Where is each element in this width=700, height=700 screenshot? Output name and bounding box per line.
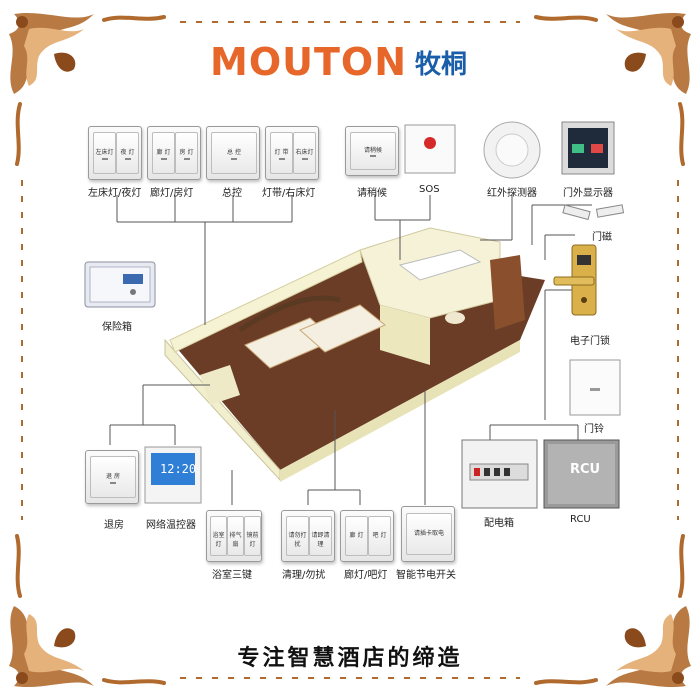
key-1: 浴室灯	[210, 516, 227, 556]
key-2-text: 排气扇	[229, 531, 242, 548]
door-contact-illustration	[562, 204, 625, 221]
key-2: 排气扇	[227, 516, 244, 556]
key-1-text: 浴室灯	[212, 531, 225, 548]
label-doorbell: 门铃	[584, 424, 604, 435]
label-e-lock: 电子门锁	[570, 336, 610, 347]
key-left-text: 左床灯	[95, 148, 114, 156]
panel-please-wait: 请稍候	[345, 126, 399, 176]
label-corridor-bar: 廊灯/吧灯	[344, 570, 388, 581]
key-left: 左床灯	[93, 132, 116, 174]
room-model	[164, 227, 545, 482]
panel-strip-bed: 灯 带 右床灯	[265, 126, 319, 180]
label-rcu: RCU	[570, 514, 591, 525]
panel-master: 总 控	[206, 126, 260, 180]
key-left: 廊 灯	[345, 516, 368, 556]
panel-bath-three: 浴室灯 排气扇 镜前灯	[206, 510, 262, 562]
key-card-slot-text: 请插卡取电	[413, 529, 444, 537]
key-right-text: 吧 灯	[372, 531, 387, 539]
label-please-wait: 请稍候	[357, 188, 387, 199]
key-single-text: 退 房	[106, 472, 120, 480]
label-door-display: 门外显示器	[563, 188, 613, 199]
sos-button-illustration	[404, 124, 456, 174]
brand-logo: MOUTON 牧桐	[210, 40, 467, 84]
key-right-text: 夜 灯	[120, 148, 135, 156]
safe-illustration	[84, 261, 156, 308]
tagline: 专注智慧酒店的缔造	[237, 645, 463, 671]
key-left-led	[278, 157, 285, 160]
panel-corridor-bar: 廊 灯 吧 灯	[340, 510, 394, 562]
ir-detector-illustration	[483, 121, 541, 179]
distribution-box-illustration	[461, 439, 538, 509]
thermostat-illustration	[144, 446, 202, 504]
key-left: 廊 灯	[152, 132, 175, 174]
key-single-text: 请稍候	[363, 147, 382, 155]
label-safe: 保险箱	[102, 322, 132, 333]
key-right-text: 房 灯	[179, 148, 194, 156]
brand-name-cn: 牧桐	[415, 49, 468, 80]
label-sos: SOS	[419, 184, 440, 195]
key-left: 请勿打扰	[286, 516, 309, 556]
key-single: 退 房	[90, 456, 136, 498]
key-single-led	[370, 155, 376, 158]
key-3: 镜前灯	[244, 516, 261, 556]
key-right: 右床灯	[293, 132, 316, 174]
rcu-illustration	[543, 439, 620, 509]
key-card-slot: 请插卡取电	[406, 513, 452, 555]
key-single: 总 控	[211, 132, 257, 174]
panel-energy-switch: 请插卡取电	[401, 506, 455, 562]
key-left: 灯 带	[270, 132, 293, 174]
panel-clean-dnd: 请勿打扰 请即清理	[281, 510, 335, 562]
key-right-led	[183, 157, 190, 160]
rcu-panel-text: RCU	[570, 462, 601, 477]
key-left-text: 廊 灯	[156, 148, 171, 156]
label-strip-bed: 灯带/右床灯	[262, 188, 316, 199]
door-display-illustration	[561, 121, 615, 175]
key-right: 吧 灯	[368, 516, 391, 556]
key-right-led	[301, 157, 308, 160]
label-energy-switch: 智能节电开关	[396, 570, 456, 581]
key-3-text: 镜前灯	[246, 531, 259, 548]
key-right-text: 右床灯	[295, 148, 314, 156]
key-left-text: 请勿打扰	[288, 531, 307, 548]
label-distribution-box: 配电箱	[484, 518, 514, 529]
label-ir-detector: 红外探测器	[487, 188, 537, 199]
label-bath-three: 浴室三键	[212, 570, 252, 581]
key-right: 夜 灯	[116, 132, 139, 174]
doorbell-illustration	[569, 359, 621, 416]
key-single-text: 总 控	[227, 148, 241, 156]
key-right: 请即清理	[309, 516, 332, 556]
key-right-text: 请即清理	[311, 531, 330, 548]
key-single-led	[110, 481, 116, 484]
label-clean-dnd: 清理/勿扰	[282, 570, 326, 581]
panel-bed-night: 左床灯 夜 灯	[88, 126, 142, 180]
key-single-led	[231, 157, 237, 160]
key-left-text: 灯 带	[274, 148, 289, 156]
key-left-led	[160, 157, 167, 160]
key-left-text: 廊 灯	[349, 531, 364, 539]
label-thermostat: 网络温控器	[146, 520, 196, 531]
key-right-led	[124, 157, 131, 160]
label-corridor-room: 廊灯/房灯	[150, 188, 194, 199]
panel-checkout: 退 房	[85, 450, 139, 504]
panel-corridor-room: 廊 灯 房 灯	[147, 126, 201, 180]
label-master: 总控	[222, 188, 242, 199]
brand-name-en: MOUTON	[210, 40, 408, 84]
thermostat-time: 12:20	[160, 462, 197, 476]
key-right: 房 灯	[175, 132, 198, 174]
key-single: 请稍候	[350, 132, 396, 170]
e-lock-illustration	[553, 244, 597, 316]
label-door-contact: 门磁	[592, 232, 612, 243]
label-checkout: 退房	[104, 520, 124, 531]
label-bed-night: 左床灯/夜灯	[88, 188, 142, 199]
key-left-led	[101, 157, 108, 160]
